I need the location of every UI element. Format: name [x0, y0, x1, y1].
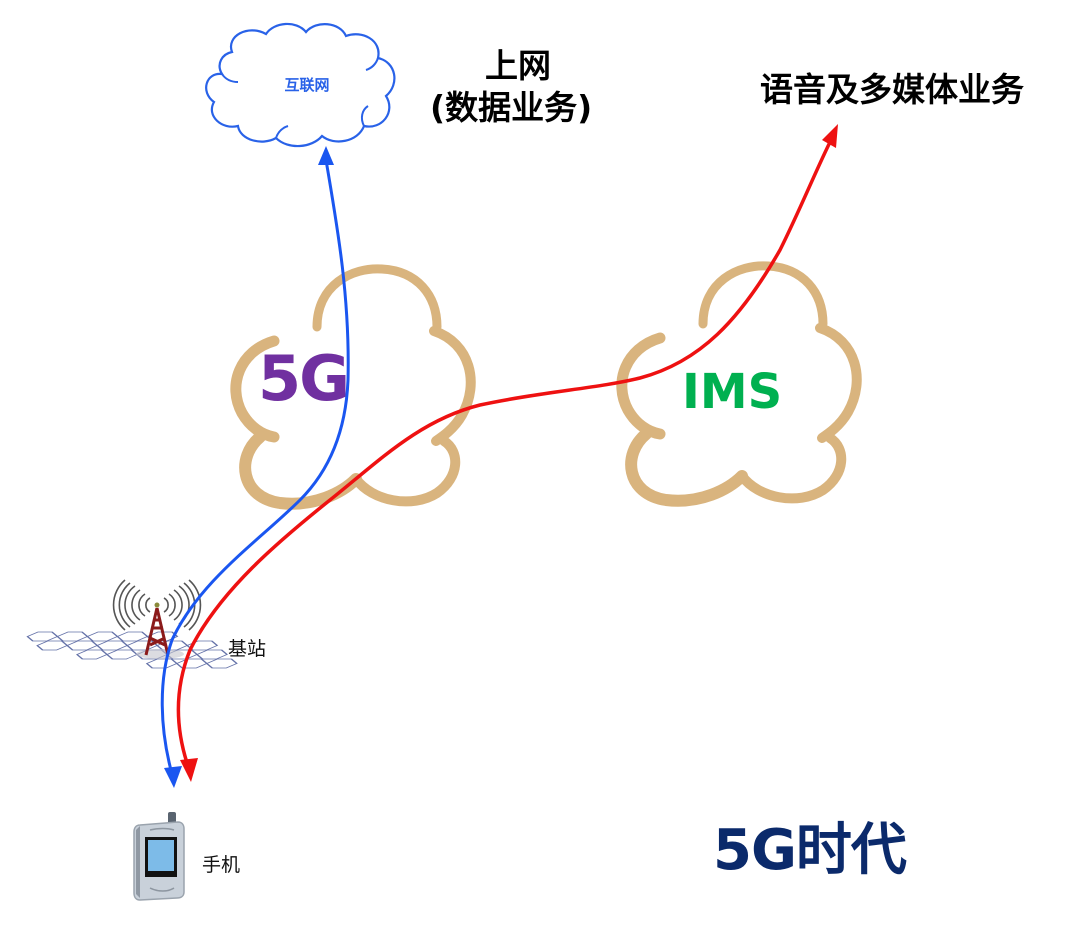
internet-cloud: [205, 22, 396, 148]
base-station-label: 基站: [228, 638, 267, 660]
data-service-title: 上网: [485, 46, 551, 85]
voice-service-title: 语音及多媒体业务: [760, 70, 1024, 109]
5g-core-label: 5G: [258, 342, 350, 415]
phone-label: 手机: [202, 854, 241, 876]
ims-core-label: IMS: [682, 364, 783, 420]
internet-cloud-label: 互联网: [284, 76, 330, 94]
cell-tower-icon: [112, 579, 202, 656]
voice-flow-arrowhead-up: [822, 124, 838, 148]
voice-flow-arrow: [176, 137, 834, 767]
data-flow-arrowhead-down: [164, 766, 182, 788]
mobile-phone-icon: [133, 812, 185, 901]
era-title: 5G时代: [713, 818, 907, 883]
hex-grid-icon: [26, 631, 238, 669]
data-service-subtitle: (数据业务): [430, 88, 593, 127]
data-flow-arrow: [160, 159, 350, 775]
data-flow-arrowhead-up: [318, 146, 334, 165]
voice-flow-arrowhead-down: [180, 758, 198, 782]
